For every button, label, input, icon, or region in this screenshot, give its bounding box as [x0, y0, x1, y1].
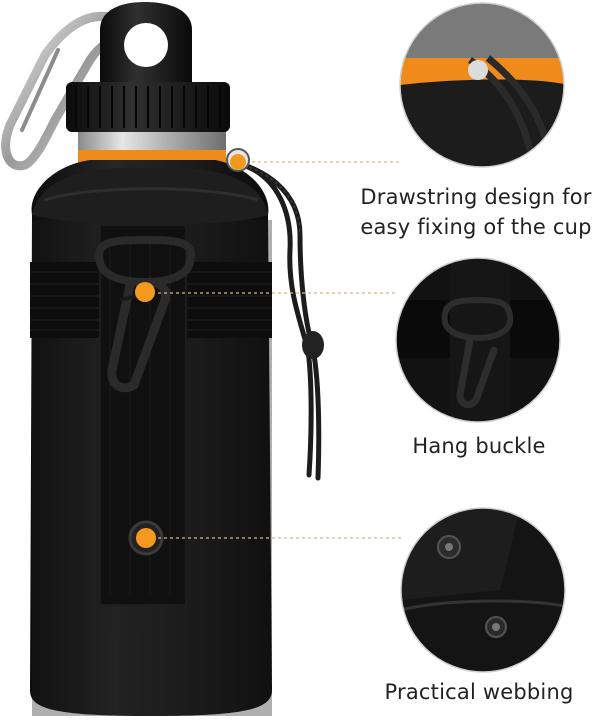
caption-buckle-line1: Hang buckle — [412, 434, 546, 458]
carabiner-icon — [1, 11, 127, 171]
marker-drawstring — [230, 154, 246, 170]
detail-circle-webbing — [400, 507, 566, 673]
drawstring-cord — [229, 159, 324, 481]
caption-webbing-line1: Practical webbing — [384, 680, 574, 704]
caption-drawstring: Drawstring design for easy fixing of the… — [352, 182, 600, 242]
caption-webbing: Practical webbing — [370, 677, 588, 707]
marker-webbing — [136, 528, 156, 548]
marker-buckle — [135, 282, 155, 302]
detail-circle-buckle — [395, 257, 561, 423]
caption-drawstring-line2: easy fixing of the cup — [360, 215, 592, 239]
detail-circle-drawstring — [399, 2, 565, 168]
caption-drawstring-line1: Drawstring design for — [360, 185, 592, 209]
bottle-cap — [66, 2, 230, 132]
leader-lines — [158, 161, 401, 539]
caption-buckle: Hang buckle — [385, 431, 573, 461]
bottle-bag-product — [1, 2, 324, 716]
